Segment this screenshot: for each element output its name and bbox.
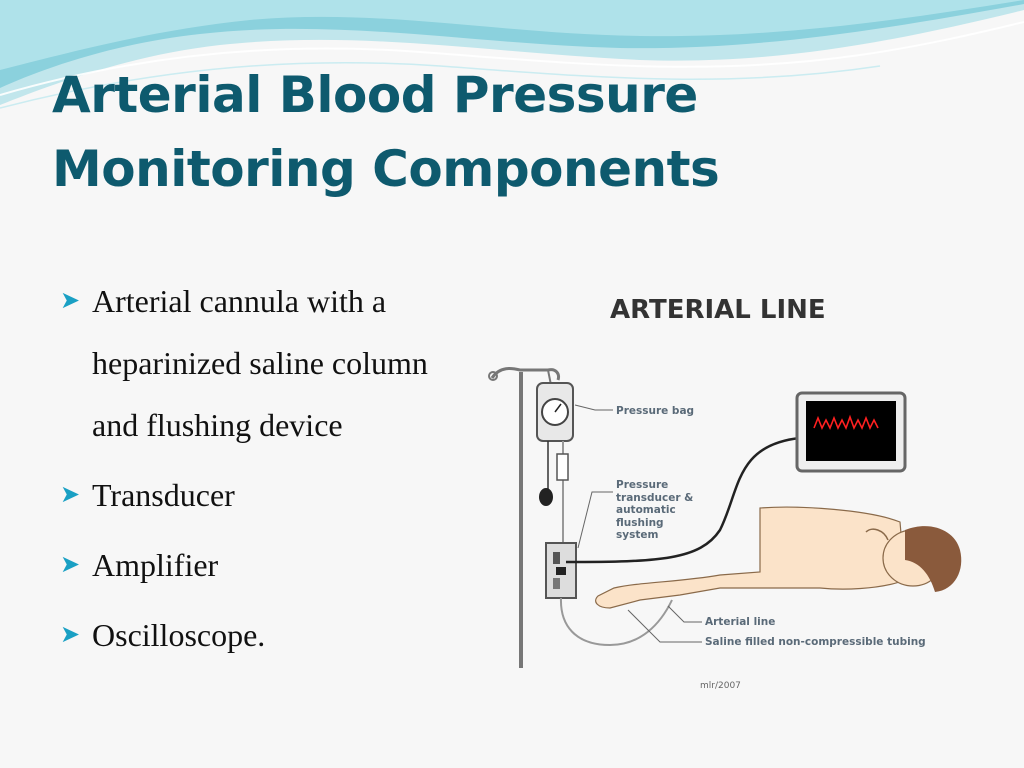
arterial-line-illustration [488, 366, 962, 668]
arterial-waveform [813, 414, 879, 431]
transducer-label-line: transducer & [616, 491, 694, 504]
slide-title-line-1: Arterial Blood Pressure [52, 66, 698, 124]
bullet-line: Amplifier [92, 547, 219, 583]
arrow-bullet-icon: ➤ [60, 552, 81, 578]
saline-tubing [559, 597, 673, 647]
bullet-item: ➤ Transducer [60, 464, 500, 526]
bullet-list: ➤ Arterial cannula with a heparinized sa… [60, 270, 500, 666]
arrow-bullet-icon: ➤ [60, 622, 81, 648]
diagram-title: ARTERIAL LINE [610, 295, 826, 325]
tubing-label: Saline filled non-compressible tubing [705, 636, 926, 648]
patient-figure [595, 506, 962, 609]
bullet-line: heparinized saline column [92, 345, 428, 381]
diagram-credit: mlr/2007 [700, 681, 741, 691]
monitor [795, 391, 907, 473]
monitor-cable [565, 436, 801, 564]
transducer-label-line: automatic [616, 504, 676, 516]
arrow-bullet-icon: ➤ [60, 482, 81, 508]
slide-title: Arterial Blood Pressure Monitoring Compo… [52, 58, 952, 206]
arterial-line-label: Arterial line [705, 616, 776, 628]
arrow-bullet-icon: ➤ [60, 288, 81, 314]
transducer-label-line: flushing [616, 516, 664, 529]
bullet-line: Oscilloscope. [92, 617, 266, 653]
transducer-label-line: system [616, 529, 659, 541]
bullet-item: ➤ Amplifier [60, 534, 500, 596]
bullet-line: and flushing device [92, 407, 343, 443]
pressure-bag-label: Pressure bag [616, 405, 695, 417]
label-leaders [574, 404, 702, 643]
bullet-line: Arterial cannula with a [92, 283, 387, 319]
pressure-bag [536, 382, 574, 545]
transducer-box [545, 542, 577, 599]
header-wave-decoration [0, 0, 1024, 109]
transducer-label: Pressure transducer & automatic flushing… [616, 479, 693, 542]
bullet-item: ➤ Oscilloscope. [60, 604, 500, 666]
bullet-item: ➤ Arterial cannula with a heparinized sa… [60, 270, 500, 456]
slide-title-line-2: Monitoring Components [52, 140, 720, 198]
bullet-line: Transducer [92, 477, 235, 513]
transducer-label-line: Pressure [616, 479, 669, 491]
